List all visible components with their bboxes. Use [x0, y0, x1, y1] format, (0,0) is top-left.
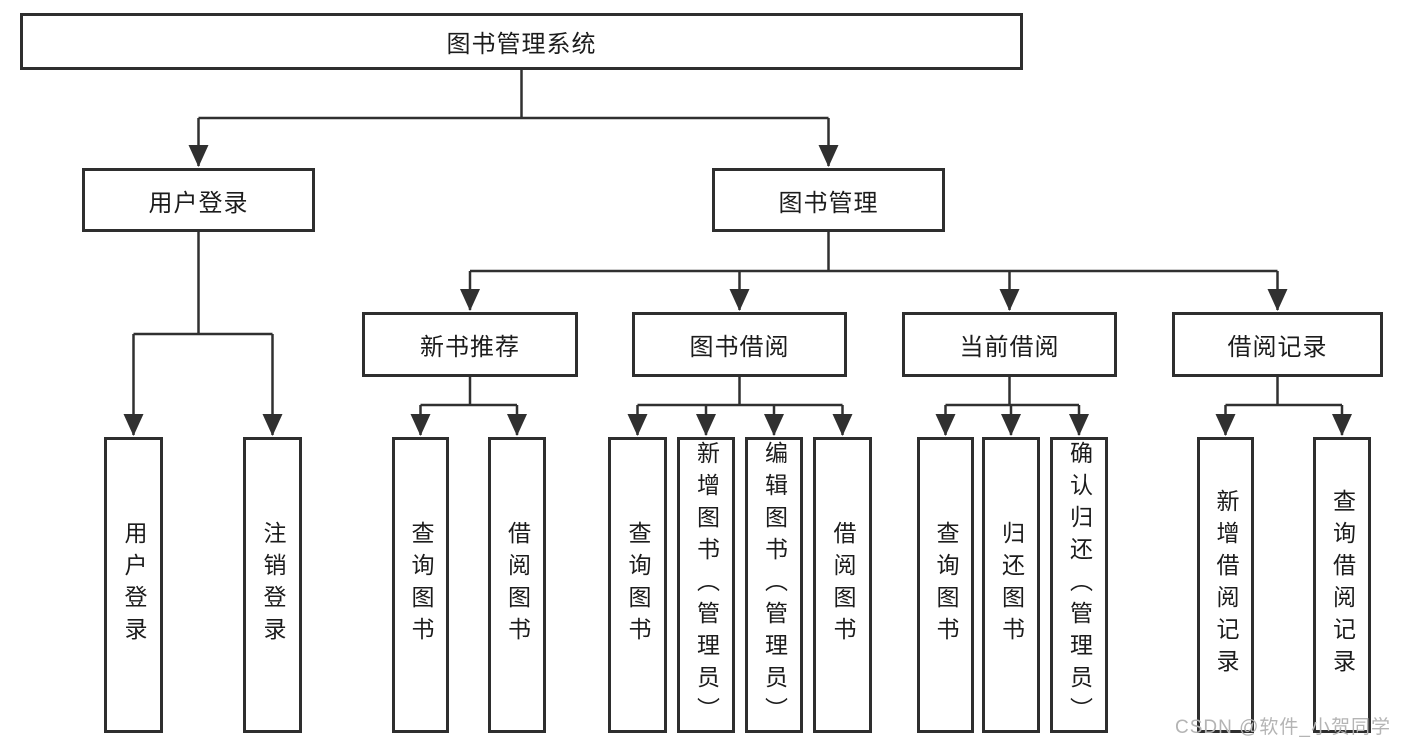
- node-book-mgmt-label: 图书管理: [778, 189, 879, 217]
- tree-trunk-lines: [133, 70, 1342, 407]
- node-user-login-label: 用户登录: [148, 189, 249, 217]
- node-borrow: 图书借阅: [632, 312, 847, 377]
- node-leaf-cur-confirm-label: 确认归还（管理员）: [1066, 441, 1093, 729]
- node-leaf-rec-query-label: 查询借阅记录: [1329, 489, 1356, 681]
- node-leaf-cur-confirm: 确认归还（管理员）: [1050, 437, 1108, 733]
- csdn-watermark: CSDN @软件_小贺同学: [1175, 717, 1391, 738]
- node-leaf-cur-return: 归还图书: [982, 437, 1040, 733]
- node-current: 当前借阅: [902, 312, 1117, 377]
- node-leaf-cur-return-label: 归还图书: [998, 521, 1025, 649]
- node-new-book: 新书推荐: [362, 312, 578, 377]
- node-records-label: 借阅记录: [1227, 334, 1328, 361]
- node-root-label: 图书管理系统: [446, 31, 597, 58]
- node-book-mgmt: 图书管理: [712, 168, 945, 232]
- node-leaf-bw-add: 新增图书（管理员）: [677, 437, 735, 733]
- node-leaf-login: 用户登录: [104, 437, 163, 733]
- node-leaf-cur-query-label: 查询图书: [933, 521, 959, 649]
- node-leaf-nb-borrow-label: 借阅图书: [504, 521, 531, 649]
- node-leaf-bw-add-label: 新增图书（管理员）: [693, 441, 720, 729]
- node-leaf-bw-edit: 编辑图书（管理员）: [745, 437, 803, 733]
- node-leaf-bw-edit-label: 编辑图书（管理员）: [761, 441, 788, 729]
- node-root: 图书管理系统: [20, 13, 1023, 70]
- node-leaf-cur-query: 查询图书: [917, 437, 974, 733]
- node-leaf-nb-borrow: 借阅图书: [488, 437, 546, 733]
- node-leaf-nb-query-label: 查询图书: [408, 521, 434, 649]
- node-current-label: 当前借阅: [959, 334, 1060, 361]
- node-leaf-bw-borrow: 借阅图书: [813, 437, 872, 733]
- node-leaf-bw-borrow-label: 借阅图书: [830, 521, 856, 649]
- node-leaf-bw-query-label: 查询图书: [625, 521, 651, 649]
- node-user-login: 用户登录: [82, 168, 315, 232]
- node-leaf-login-label: 用户登录: [121, 521, 147, 649]
- node-leaf-rec-add: 新增借阅记录: [1197, 437, 1254, 733]
- node-leaf-nb-query: 查询图书: [392, 437, 449, 733]
- node-records: 借阅记录: [1172, 312, 1383, 377]
- node-borrow-label: 图书借阅: [689, 334, 790, 361]
- node-leaf-bw-query: 查询图书: [608, 437, 667, 733]
- node-leaf-logout: 注销登录: [243, 437, 302, 733]
- node-leaf-rec-add-label: 新增借阅记录: [1213, 489, 1239, 681]
- node-new-book-label: 新书推荐: [420, 334, 520, 361]
- node-leaf-logout-label: 注销登录: [260, 521, 286, 649]
- node-leaf-rec-query: 查询借阅记录: [1313, 437, 1371, 733]
